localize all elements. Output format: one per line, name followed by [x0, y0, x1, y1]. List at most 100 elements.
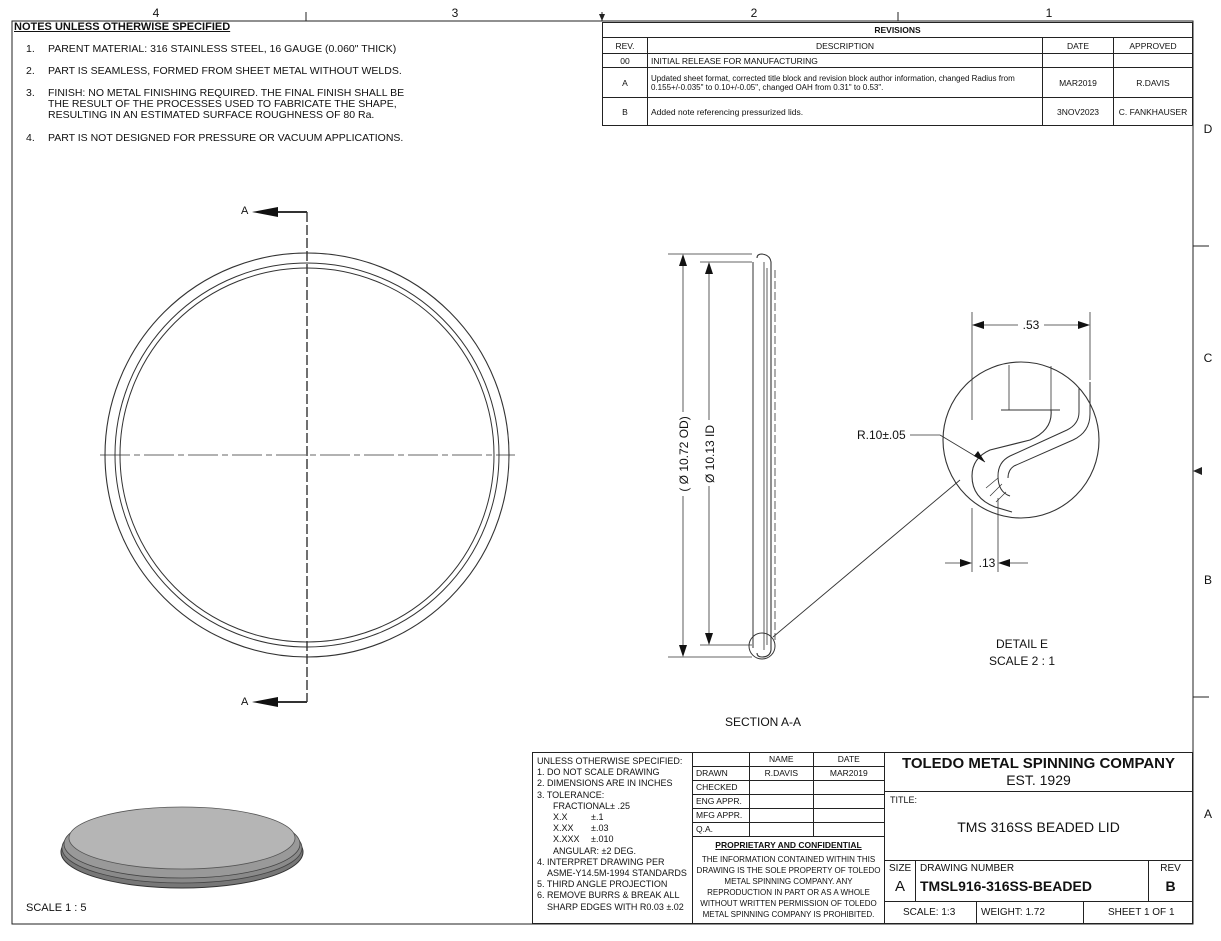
detail-circle [942, 361, 1100, 519]
drawing-title: TMS 316SS BEADED LID [957, 819, 1120, 835]
od-dimension-label: ( Ø 10.72 OD) [677, 416, 691, 491]
zone-label-top: 2 [751, 6, 758, 20]
table-row: Q.A. [692, 822, 886, 837]
center-mark-top [599, 14, 605, 21]
note-number: 2. [26, 65, 35, 77]
zone-label-right: B [1204, 573, 1212, 587]
section-label: A [241, 205, 249, 217]
section-label: A [241, 696, 249, 708]
section-arrow-icon [252, 207, 278, 217]
note-text: PARENT MATERIAL: 316 STAINLESS STEEL, 16… [48, 43, 397, 55]
isometric-view [60, 806, 304, 889]
tolerance-block: UNLESS OTHERWISE SPECIFIED: 1. DO NOT SC… [532, 752, 693, 924]
revisions-header: APPROVED [1113, 37, 1193, 54]
title-block: TITLE: TMS 316SS BEADED LID [884, 791, 1193, 861]
dimension-arrow-icon [705, 262, 713, 274]
note-text: PART IS NOT DESIGNED FOR PRESSURE OR VAC… [48, 132, 404, 144]
detail-leader [772, 479, 961, 638]
table-row: ENG APPR. [692, 794, 886, 809]
thickness-dimension-label: .13 [979, 556, 996, 570]
rev-cell: 00 [602, 53, 648, 68]
table-row: CHECKED [692, 780, 886, 795]
tol-key: X.XX [553, 823, 574, 834]
company-block: TOLEDO METAL SPINNING COMPANY EST. 1929 [884, 752, 1193, 792]
approvals-header: DATE [812, 752, 886, 767]
spec-heading: UNLESS OTHERWISE SPECIFIED: [537, 756, 683, 766]
dimension-arrow-icon [972, 321, 984, 329]
drawing-number-block: DRAWING NUMBER TMSL916-316SS-BEADED [915, 860, 1149, 902]
drawing-number: TMSL916-316SS-BEADED [920, 878, 1092, 894]
zone-label-right: A [1204, 807, 1212, 821]
dimension-label-bg [700, 420, 718, 486]
spec-line: 5. THIRD ANGLE PROJECTION [537, 879, 668, 890]
revisions-table: REVISIONS REV. DESCRIPTION DATE APPROVED… [602, 22, 1193, 126]
approval-date [812, 780, 886, 795]
tol-key: X.X [553, 812, 568, 823]
dimension-arrow-icon [1078, 321, 1090, 329]
dimension-arrow-icon [974, 451, 985, 462]
spec-line: 6. REMOVE BURRS & BREAK ALL [537, 890, 680, 901]
rev-label: REV [1160, 863, 1181, 874]
zone-label-top: 3 [452, 6, 459, 20]
zone-label-top: 4 [153, 6, 160, 20]
note-text: FINISH: NO METAL FINISHING REQUIRED. THE… [48, 87, 405, 121]
rev-approved [1113, 53, 1193, 68]
proprietary-text: THE INFORMATION CONTAINED WITHIN THIS DR… [696, 855, 881, 919]
approval-name [749, 780, 814, 795]
detail-e-callout [748, 632, 776, 660]
rev-description: Added note referencing pressurized lids. [647, 97, 1043, 126]
notes-title: NOTES UNLESS OTHERWISE SPECIFIED [14, 21, 231, 33]
weight-field: WEIGHT: 1.72 [976, 901, 1084, 924]
approval-date [812, 822, 886, 837]
drawing-number-label: DRAWING NUMBER [920, 863, 1015, 874]
note-number: 1. [26, 43, 35, 55]
sheet-field: SHEET 1 OF 1 [1083, 901, 1193, 924]
table-row: A Updated sheet format, corrected title … [602, 67, 1193, 98]
proprietary-notice: PROPRIETARY AND CONFIDENTIAL THE INFORMA… [692, 836, 885, 924]
approval-role: ENG APPR. [692, 794, 750, 809]
detail-e-view [910, 312, 1100, 572]
approval-role: Q.A. [692, 822, 750, 837]
detail-title: DETAIL E [996, 637, 1048, 651]
size-value: A [895, 878, 906, 895]
title-label: TITLE: [890, 795, 918, 805]
rev-description: Updated sheet format, corrected title bl… [647, 67, 1043, 98]
approval-role: MFG APPR. [692, 808, 750, 823]
approvals-table: NAME DATE DRAWN R.DAVIS MAR2019 CHECKED … [692, 752, 886, 837]
detail-scale: SCALE 2 : 1 [989, 654, 1055, 668]
spec-tolerance-row: X.XXX±.010 [537, 834, 688, 845]
spec-tolerance-row: X.XX±.03 [537, 823, 688, 834]
approval-date [812, 794, 886, 809]
spec-line: 3. TOLERANCE: [537, 789, 605, 800]
dimension-label-bg [674, 412, 692, 496]
proprietary-title: PROPRIETARY AND CONFIDENTIAL [715, 840, 862, 850]
spec-angular: ANGULAR: ±2 DEG. [553, 845, 636, 856]
approval-role: CHECKED [692, 780, 750, 795]
rev-cell: B [602, 97, 648, 126]
revisions-header: DESCRIPTION [647, 37, 1043, 54]
rev-date [1042, 53, 1114, 68]
dimension-arrow-icon [705, 633, 713, 645]
note-item: 3. FINISH: NO METAL FINISHING REQUIRED. … [26, 88, 426, 124]
approval-name [749, 822, 814, 837]
center-mark-right [1193, 467, 1202, 475]
revisions-header: DATE [1042, 37, 1114, 54]
section-title: SECTION A-A [725, 715, 801, 729]
iso-scale-label: SCALE 1 : 5 [26, 902, 87, 914]
section-arrow-icon [252, 697, 278, 707]
rev-description: INITIAL RELEASE FOR MANUFACTURING [647, 53, 1043, 68]
approval-date: MAR2019 [812, 766, 886, 781]
rev-block: REV B [1148, 860, 1193, 902]
rev-date: 3NOV2023 [1042, 97, 1114, 126]
spec-tolerance-row: X.X±.1 [537, 812, 688, 823]
radius-dimension-label: R.10±.05 [857, 428, 906, 442]
rev-approved: C. FANKHAUSER [1113, 97, 1193, 126]
size-block: SIZE A [884, 860, 916, 902]
approval-name [749, 794, 814, 809]
rev-approved: R.DAVIS [1113, 67, 1193, 98]
approval-name: R.DAVIS [749, 766, 814, 781]
note-item: 2. PART IS SEAMLESS, FORMED FROM SHEET M… [26, 66, 426, 78]
note-item: 4. PART IS NOT DESIGNED FOR PRESSURE OR … [26, 133, 426, 145]
size-label: SIZE [889, 863, 912, 874]
